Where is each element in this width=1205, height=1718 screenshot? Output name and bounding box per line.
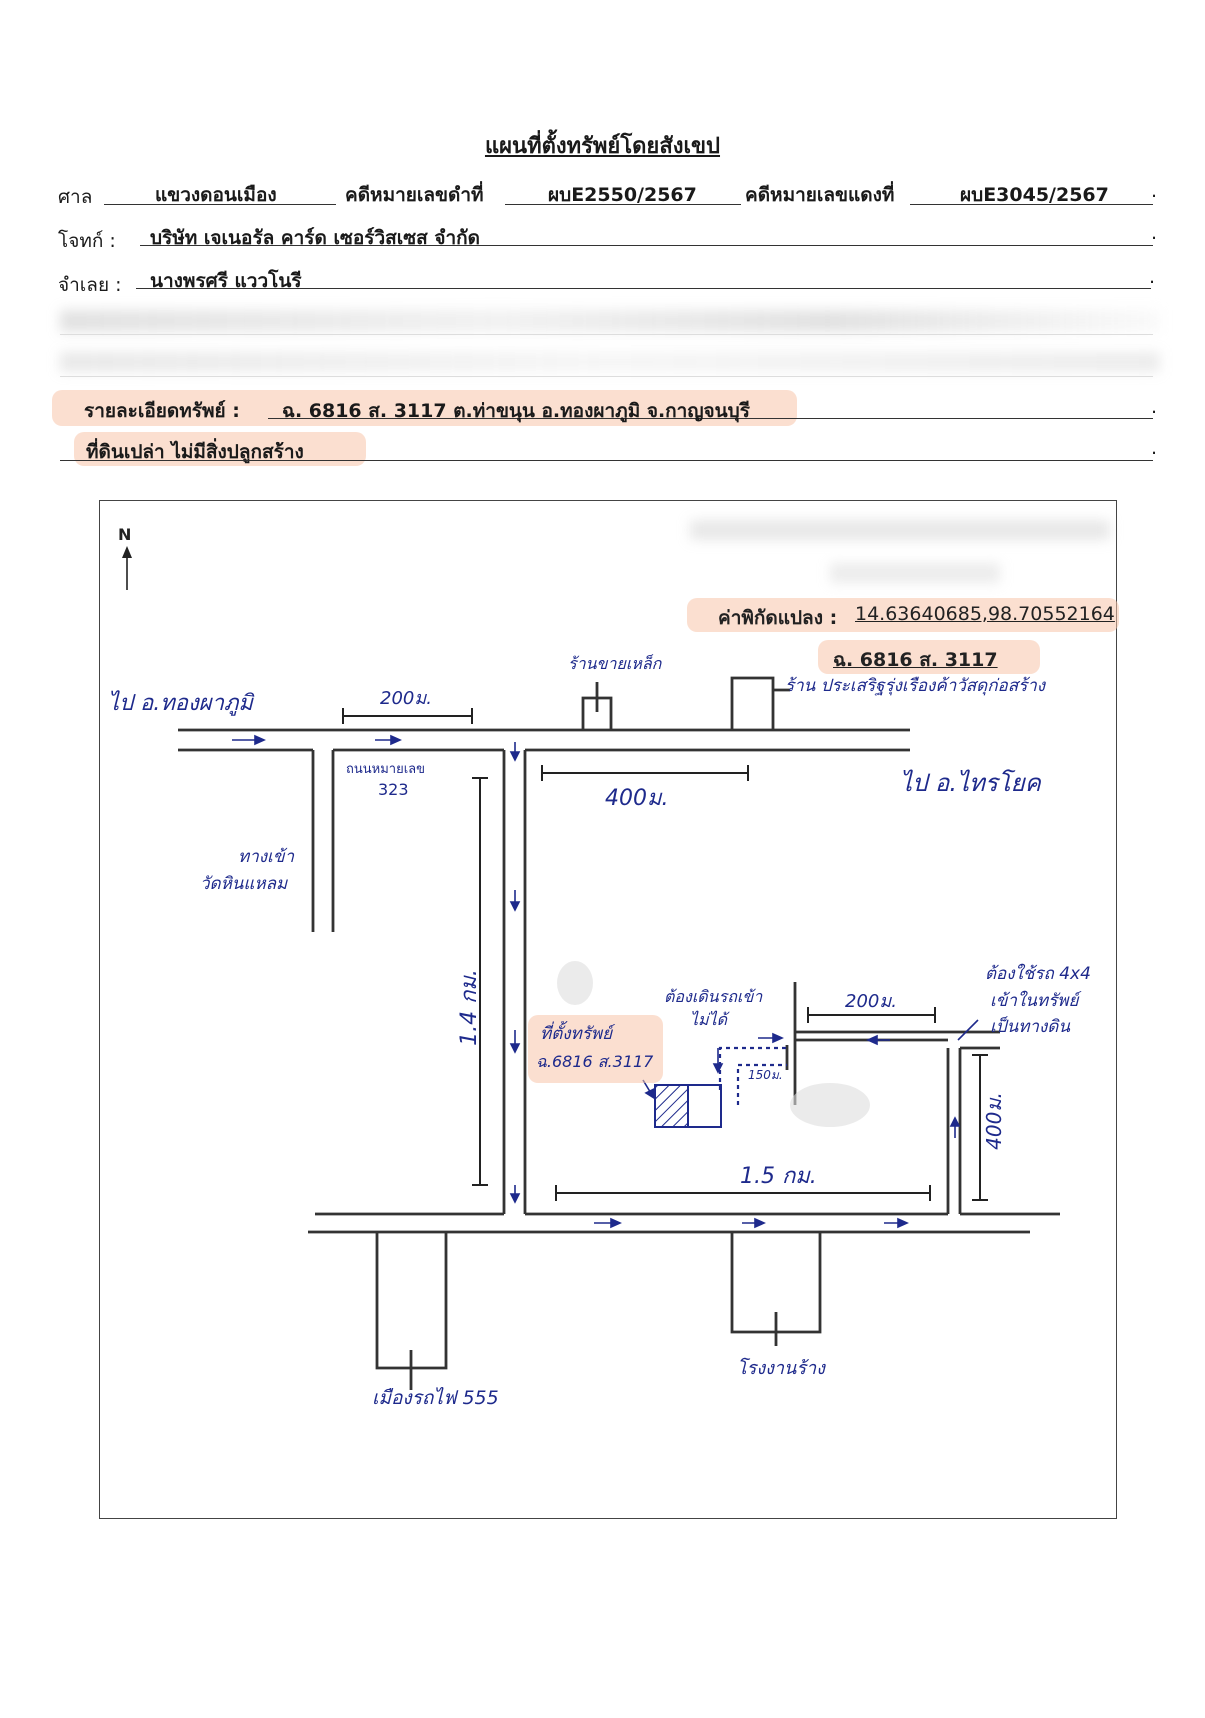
plaintiff-label: โจทก์ : [58, 230, 116, 252]
railway-label: เมืองรถไฟ 555 [372, 1387, 499, 1409]
defendant-dot: . [1149, 266, 1156, 288]
parcel-icon [654, 1084, 722, 1128]
property-underline-2 [60, 460, 1153, 461]
highway-label-2: 323 [378, 780, 409, 799]
parcel-ref: ฉ. 6816 ส. 3117 [833, 649, 998, 671]
access-path [718, 1046, 790, 1105]
defendant-value: นางพรศรี แววโนรี [150, 270, 302, 292]
highway-label-1: ถนนหมายเลข [346, 762, 425, 777]
site-label-2: ฉ.6816 ส.3117 [536, 1052, 654, 1071]
plaintiff-underline [140, 245, 1153, 246]
red-case-dot: . [1151, 180, 1158, 202]
black-case-label: คดีหมายเลขดำที่ [345, 184, 484, 206]
walk-note-2: ไม่ได้ [690, 1010, 728, 1029]
court-value: แขวงดอนเมือง [155, 184, 277, 206]
red-case-value: ผบE3045/2567 [960, 184, 1109, 206]
material-shop-label: ร้าน ประเสริฐรุ่งเรืองค้าวัสดุก่อสร้าง [785, 676, 1046, 696]
four-wd-note-1: ต้องใช้รถ 4x4 [985, 964, 1091, 984]
site-label-1: ที่ตั้งทรัพย์ [540, 1024, 613, 1044]
north-label: N [118, 525, 132, 544]
red-case-underline [910, 204, 1153, 205]
page-title: แผนที่ตั้งทรัพย์โดยสังเขป [484, 134, 721, 159]
dimension-lines [342, 708, 988, 1201]
redacted-row-1 [60, 310, 1160, 332]
smudges [557, 961, 870, 1127]
dist-400-right: 400ม. [981, 1092, 1006, 1150]
dist-14km: 1.4 กม. [456, 969, 482, 1046]
property-dot: . [1151, 396, 1158, 418]
plaintiff-dot: . [1151, 222, 1158, 244]
coords-highlight [687, 598, 1119, 632]
direction-arrows [232, 734, 979, 1229]
black-case-underline [505, 204, 741, 205]
north-arrow-icon [122, 546, 132, 590]
walk-note-1: ต้องเดินรถเข้า [664, 987, 763, 1006]
defendant-underline [136, 288, 1151, 289]
redacted-underline-1 [60, 334, 1153, 335]
property-highlight [52, 390, 797, 426]
coords-value: 14.63640685,98.70552164 [855, 603, 1115, 625]
four-wd-note-3: เป็นทางดิน [990, 1017, 1070, 1037]
steel-shop-label: ร้านขายเหล็ก [568, 654, 662, 673]
wat-label-1: ทางเข้า [238, 847, 295, 867]
dist-200-right: 200ม. [845, 991, 897, 1012]
map-redacted-2 [830, 563, 1000, 583]
black-case-value: ผบE2550/2567 [548, 184, 697, 206]
map-frame [99, 500, 1117, 1519]
court-label: ศาล [58, 186, 93, 208]
property-label: รายละเอียดทรัพย์ : [84, 400, 240, 422]
factory-label: โรงงานร้าง [737, 1358, 825, 1379]
site-highlight [528, 1015, 663, 1083]
defendant-label: จำเลย : [58, 274, 122, 296]
dist-200-top: 200ม. [380, 688, 432, 709]
dist-400-top: 400ม. [605, 786, 669, 811]
road-network [178, 676, 1060, 1390]
court-underline [104, 204, 336, 205]
property-underline [268, 418, 1153, 419]
redacted-underline-2 [60, 376, 1153, 377]
four-wd-note-2: เข้าในทรัพย์ [990, 991, 1079, 1011]
dist-150: 150ม. [748, 1068, 783, 1082]
map-redacted-1 [690, 520, 1110, 540]
coords-label: ค่าพิกัดแปลง : [718, 607, 838, 629]
wat-label-2: วัดหินแหลม [200, 874, 288, 894]
dist-15km: 1.5 กม. [740, 1164, 817, 1189]
property-value: ฉ. 6816 ส. 3117 ต.ท่าขนุน อ.ทองผาภูมิ จ.… [282, 400, 750, 422]
red-case-label: คดีหมายเลขแดงที่ [745, 184, 895, 206]
property-dot-2: . [1151, 437, 1158, 459]
property-value-2: ที่ดินเปล่า ไม่มีสิ่งปลูกสร้าง [86, 441, 304, 463]
to-saiyok-label: ไป อ.ไทรโยค [900, 769, 1041, 797]
plaintiff-value: บริษัท เจเนอรัล คาร์ด เซอร์วิสเซส จำกัด [150, 227, 480, 249]
parcel-ref-highlight [818, 640, 1040, 674]
redacted-row-2 [60, 352, 1160, 372]
to-thongphaphum-label: ไป อ.ทองผาภูมิ [108, 691, 253, 716]
